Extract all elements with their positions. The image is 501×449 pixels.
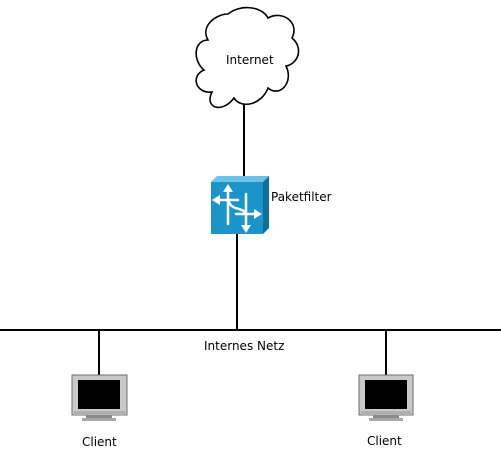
router-label: Paketfilter: [271, 190, 332, 204]
internet-label: Internet: [226, 53, 274, 67]
network-label: Internes Netz: [204, 339, 285, 353]
client-monitor-icon: [71, 374, 128, 421]
internet-cloud-icon: [195, 6, 300, 109]
client-monitor-icon: [358, 374, 414, 421]
client-label: Client: [367, 434, 402, 448]
client-label: Client: [82, 435, 117, 449]
router-icon: [211, 176, 269, 234]
